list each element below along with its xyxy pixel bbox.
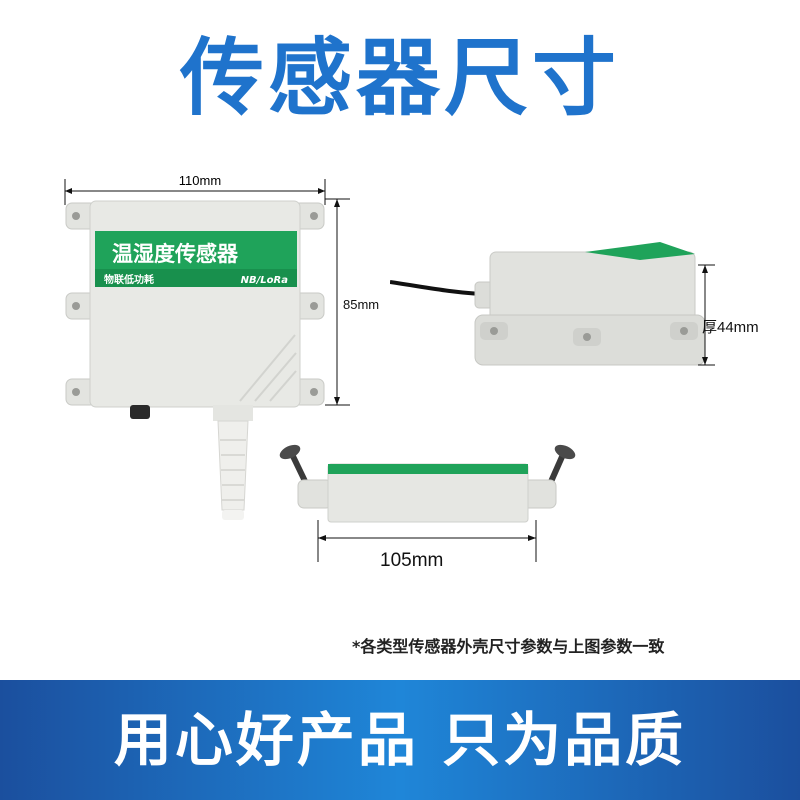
page-title: 传感器尺寸 (179, 29, 620, 127)
side-view-illustration (390, 242, 715, 366)
bottom-width-label: 105mm (380, 550, 444, 571)
front-view-illustration: 110mm 温湿度传感器 物联低功耗 NB/LoRa (64, 173, 350, 520)
enclosure-ridges (239, 334, 297, 402)
label-title: 温湿度传感器 (112, 242, 239, 266)
height-dimension-line (325, 198, 350, 406)
label-left-text: 物联低功耗 (104, 273, 154, 286)
cable-icon (390, 280, 481, 296)
screw-icon (72, 212, 318, 396)
side-enclosure-body (474, 242, 706, 366)
width-dimension-line (64, 179, 326, 205)
thickness-dimension-line (698, 264, 715, 366)
sensor-probe-icon (213, 405, 253, 520)
product-label (95, 231, 297, 287)
front-height-label: 85mm (343, 297, 380, 312)
footer-banner: 用心好产品 只为品质 (0, 680, 800, 800)
front-width-label: 110mm (179, 173, 221, 188)
bottom-label-strip (328, 464, 528, 474)
label-right-text: NB/LoRa (241, 275, 289, 286)
side-thickness-label: 厚44mm (702, 319, 759, 336)
cable-gland-icon (130, 405, 150, 419)
bottom-view-illustration (279, 444, 576, 562)
footer-slogan: 用心好产品 只为品质 (113, 706, 687, 774)
bottom-width-dimension-line (317, 520, 537, 562)
dimension-note: *各类型传感器外壳尺寸参数与上图参数一致 (352, 637, 665, 656)
